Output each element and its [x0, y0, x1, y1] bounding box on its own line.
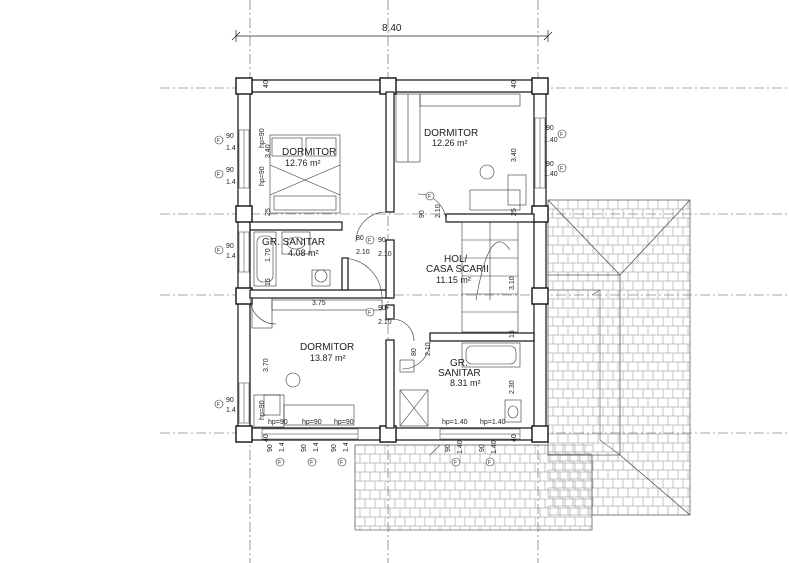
dim-room3-width: 3.75 — [312, 300, 326, 307]
staircase — [461, 221, 519, 333]
room-name2-hol: CASA SCARII — [426, 264, 489, 275]
win-l1-f: F — [217, 138, 220, 144]
room-labels: DORMITOR 12.76 m² DORMITOR 12.26 m² GR. … — [262, 128, 489, 388]
door-dim-210-c: 2.10 — [378, 251, 392, 258]
window-markers-right: 90 1.40 F 90 1.40 F — [544, 125, 567, 178]
win-l3-f: F — [217, 248, 220, 254]
hp-left-1: hp=90 — [259, 128, 266, 148]
win-l2-f: F — [217, 172, 220, 178]
door-markers: F F F — [365, 191, 435, 317]
hp-bottom-4: hp=1.40 — [442, 419, 468, 426]
door-f-3: F — [428, 194, 431, 200]
win-b1-f: F — [278, 460, 281, 466]
room-name-gr-sanitar-1: GR. SANITAR — [262, 237, 325, 248]
dim-room3-height: 3.70 — [263, 358, 270, 372]
hp-bottom-1: hp=90 — [268, 419, 288, 426]
win-b2-f: F — [310, 460, 313, 466]
win-b5-140: 1.40 — [491, 440, 498, 454]
win-b1-14: 1.4 — [279, 442, 286, 452]
room-name-dormitor-3: DORMITOR — [300, 342, 354, 353]
dim-bath1-height: 1.70 — [265, 248, 272, 262]
win-l4-14: 1.4 — [226, 407, 236, 414]
door-dim-210-b: 2.10 — [356, 249, 370, 256]
win-l1-14: 1.4 — [226, 145, 236, 152]
dim-hol-height: 3.10 — [509, 276, 516, 290]
room-name-hol: HOL/ — [444, 254, 468, 265]
win-b1-90: 90 — [267, 444, 274, 452]
room-name-dormitor-1: DORMITOR — [282, 147, 336, 158]
win-b2-14: 1.4 — [313, 442, 320, 452]
roof-hip-lines — [354, 199, 691, 531]
hp-left-3: hp=90 — [259, 400, 266, 420]
room-area-gr-sanitar-2: 8.31 m² — [450, 378, 481, 388]
room-name-dormitor-2: DORMITOR — [424, 128, 478, 139]
win-r1-f: F — [560, 132, 563, 138]
win-b3-f: F — [340, 460, 343, 466]
room-name-gr-sanitar-2: GR. — [450, 358, 468, 369]
interior-dimensions: 40 40 3.40 3.40 25 25 1.70 15 3.10 15 3.… — [259, 80, 518, 442]
room-name2-gr-sanitar-2: SANITAR — [438, 368, 481, 379]
win-l2-90: 90 — [226, 167, 234, 174]
win-l3-14: 1.4 — [226, 253, 236, 260]
win-b2-90: 90 — [301, 444, 308, 452]
win-b3-90: 90 — [331, 444, 338, 452]
overall-width-label: 8.40 — [382, 23, 402, 34]
win-b4-140: 1.40 — [457, 440, 464, 454]
door-dim-210-a: 2.10 — [435, 204, 442, 218]
interior-walls — [249, 91, 535, 429]
door-dim-210-e: 2.10 — [425, 342, 432, 356]
hp-bottom-5: hp=1.40 — [480, 419, 506, 426]
win-r2-90: 90 — [546, 161, 554, 168]
door-dim-90plus: 90+ — [378, 305, 390, 312]
door-dim-80-a: 80 — [356, 235, 364, 242]
win-b3-14: 1.4 — [343, 442, 350, 452]
furniture — [249, 93, 527, 428]
hp-bottom-2: hp=90 — [302, 419, 322, 426]
room-area-gr-sanitar-1: 4.08 m² — [288, 248, 319, 258]
dim-top-right-40: 40 — [511, 80, 518, 88]
window-markers-left: 90 1.4 F 90 1.4 F 90 1.4 F 90 1.4 F — [214, 133, 236, 414]
dim-15-right: 15 — [509, 330, 516, 338]
door-dim-210-d: 2.10 — [378, 319, 392, 326]
win-l1-90: 90 — [226, 133, 234, 140]
win-l4-f: F — [217, 402, 220, 408]
win-b5-f: F — [488, 460, 491, 466]
win-r2-f: F — [560, 166, 563, 172]
win-l2-14: 1.4 — [226, 179, 236, 186]
win-r1-90: 90 — [546, 125, 554, 132]
dim-top-left-40: 40 — [263, 80, 270, 88]
door-f-1: F — [368, 238, 371, 244]
win-l4-90: 90 — [226, 397, 234, 404]
win-b5-90: 90 — [479, 444, 486, 452]
dim-room1-height: 3.40 — [265, 144, 272, 158]
overall-dimension: 8.40 — [231, 23, 553, 42]
dim-bath2-height: 2.30 — [509, 380, 516, 394]
win-b4-90: 90 — [445, 444, 452, 452]
room-area-dormitor-3: 13.87 m² — [310, 353, 346, 363]
win-b4-f: F — [454, 460, 457, 466]
room-area-dormitor-2: 12.26 m² — [432, 138, 468, 148]
door-dim-80-b: 80 — [411, 348, 418, 356]
dim-15-left: 15 — [265, 278, 272, 286]
hp-bottom-3: hp=90 — [334, 419, 354, 426]
win-r2-140: 1.40 — [544, 171, 558, 178]
dim-25-left: 25 — [265, 208, 272, 216]
door-dim-90-a: 90 — [419, 210, 426, 218]
door-dim-90-b: 90 — [378, 237, 386, 244]
dim-bottom-right-40: 40 — [511, 434, 518, 442]
win-l3-90: 90 — [226, 243, 234, 250]
dim-25-right: 25 — [511, 208, 518, 216]
room-area-hol: 11.15 m² — [436, 275, 471, 285]
dim-bottom-left-40: 40 — [263, 434, 270, 442]
room-area-dormitor-1: 12.76 m² — [285, 158, 321, 168]
dim-room2-height: 3.40 — [511, 148, 518, 162]
outer-walls — [235, 77, 549, 443]
roof-tiles — [354, 199, 690, 530]
door-f-2: F — [368, 310, 371, 316]
win-r1-140: 1.40 — [544, 137, 558, 144]
window-markers-bottom: 90 1.4 F 90 1.4 F 90 1.4 F 90 1.40 F 90 … — [267, 440, 498, 467]
hp-left-2: hp=90 — [259, 166, 266, 186]
